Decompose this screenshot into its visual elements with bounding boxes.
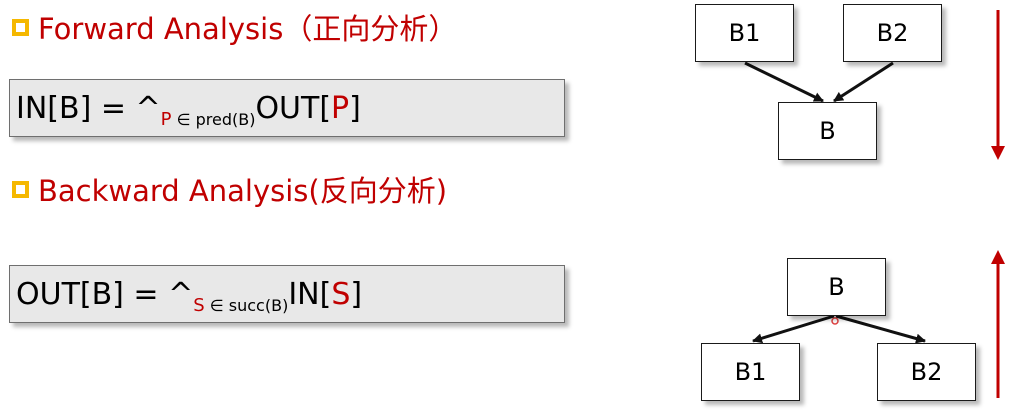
backward-formula-box: OUT[B] = ^ S ∈ succ(B) IN[S] — [9, 265, 565, 323]
backward-subscript-var: S — [193, 294, 205, 316]
cursor-dot — [831, 317, 839, 325]
backward-node-b: B — [787, 258, 886, 316]
forward-node-b1: B1 — [695, 4, 794, 62]
backward-formula-var: S — [331, 276, 351, 312]
forward-formula-lhs: IN[B] = ^ — [16, 90, 161, 126]
up-arrow-icon — [991, 250, 1005, 398]
forward-heading-text: Forward Analysis（正向分析） — [38, 12, 458, 46]
forward-formula-box: IN[B] = ^ P ∈ pred(B) OUT[P] — [9, 79, 565, 137]
edge-b-to-b1-backward — [752, 314, 835, 344]
backward-subscript-rest: ∈ succ(B) — [204, 295, 289, 315]
backward-formula-mid: IN[ — [288, 276, 332, 312]
forward-formula-mid: OUT[ — [255, 90, 332, 126]
edge-b-to-b2-backward — [835, 314, 926, 344]
forward-analysis-heading: Forward Analysis（正向分析） — [12, 6, 457, 48]
forward-formula-end: ] — [349, 90, 361, 126]
forward-node-b2: B2 — [843, 4, 942, 62]
backward-analysis-heading: Backward Analysis(反向分析) — [12, 168, 447, 210]
forward-formula-var: P — [331, 90, 350, 126]
square-bullet-icon — [12, 18, 29, 36]
backward-formula-subscript: S ∈ succ(B) — [193, 295, 288, 316]
backward-heading-text: Backward Analysis(反向分析) — [38, 174, 448, 208]
forward-subscript-var: P — [160, 108, 172, 130]
edge-b1-to-b — [744, 61, 824, 103]
backward-node-b1: B1 — [701, 343, 800, 401]
backward-formula-end: ] — [350, 276, 363, 312]
forward-formula-subscript: P ∈ pred(B) — [161, 109, 256, 130]
backward-formula-lhs: OUT[B] = ^ — [16, 276, 194, 312]
forward-node-b: B — [778, 102, 877, 160]
square-bullet-icon — [12, 180, 29, 198]
edge-b2-to-b — [833, 61, 894, 103]
forward-subscript-rest: ∈ pred(B) — [171, 109, 256, 129]
backward-node-b2: B2 — [877, 343, 976, 401]
down-arrow-icon — [991, 10, 1005, 160]
